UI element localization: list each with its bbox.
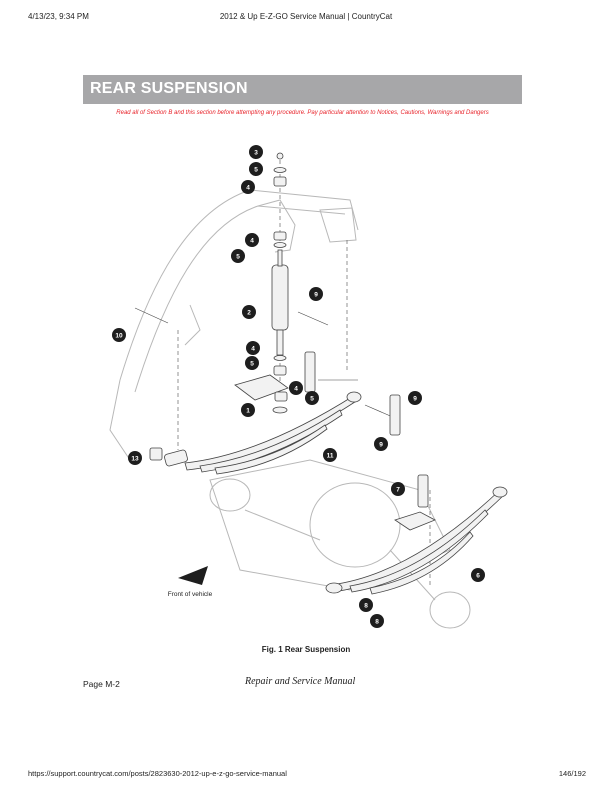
- figure-caption: Fig. 1 Rear Suspension: [261, 645, 351, 654]
- print-datetime: 4/13/23, 9:34 PM: [28, 12, 89, 21]
- callout-10: 10: [112, 328, 126, 342]
- rear-suspension-diagram: Front of vehicle 3 5 4 4 5 2 9 10 4 5 4 …: [109, 145, 508, 629]
- svg-text:4: 4: [246, 185, 250, 192]
- svg-text:4: 4: [250, 238, 254, 245]
- frame-outline: [109, 189, 359, 461]
- bushing-stack: [273, 152, 287, 376]
- svg-text:5: 5: [310, 396, 314, 403]
- svg-text:13: 13: [131, 456, 139, 463]
- callout-group: 3 5 4 4 5 2 9 10 4 5 4 5 1 9 9 11 13 7 6…: [112, 145, 485, 628]
- callout-5: 5: [245, 356, 259, 370]
- svg-text:5: 5: [236, 254, 240, 261]
- callout-9: 9: [374, 437, 388, 451]
- callout-4: 4: [289, 381, 303, 395]
- callout-5: 5: [305, 391, 319, 405]
- section-title-bar: REAR SUSPENSION: [83, 75, 522, 104]
- print-page-count: 146/192: [558, 769, 586, 778]
- shock-absorber: [271, 249, 289, 356]
- page-label: Page M-2: [83, 679, 120, 689]
- print-url: https://support.countrycat.com/posts/282…: [28, 769, 287, 778]
- callout-4: 4: [241, 180, 255, 194]
- section-title: REAR SUSPENSION: [90, 80, 248, 97]
- leaf-spring-lower: [325, 474, 508, 595]
- svg-text:9: 9: [379, 442, 383, 449]
- svg-text:3: 3: [254, 150, 258, 157]
- assembly-guides: [177, 160, 431, 585]
- print-title: 2012 & Up E-Z-GO Service Manual | Countr…: [219, 12, 393, 21]
- svg-text:7: 7: [396, 487, 400, 494]
- svg-text:10: 10: [115, 333, 123, 340]
- callout-8: 8: [359, 598, 373, 612]
- svg-text:4: 4: [294, 386, 298, 393]
- safety-notice: Read all of Section B and this section b…: [116, 110, 489, 116]
- svg-text:5: 5: [250, 361, 254, 368]
- front-of-vehicle-label: Front of vehicle: [168, 591, 213, 598]
- rear-axle-outline: [209, 459, 471, 629]
- svg-text:9: 9: [413, 396, 417, 403]
- callout-5: 5: [231, 249, 245, 263]
- svg-text:9: 9: [314, 292, 318, 299]
- manual-name: Repair and Service Manual: [245, 676, 356, 687]
- callout-9: 9: [408, 391, 422, 405]
- svg-text:11: 11: [327, 453, 334, 460]
- svg-text:4: 4: [251, 346, 255, 353]
- callout-8: 8: [370, 614, 384, 628]
- callout-4: 4: [246, 341, 260, 355]
- callout-1: 1: [241, 403, 255, 417]
- spring-mount-plate: [234, 374, 289, 414]
- svg-text:8: 8: [375, 619, 379, 626]
- callout-7: 7: [391, 482, 405, 496]
- front-of-vehicle-arrow: Front of vehicle: [168, 566, 213, 598]
- leaf-spring-upper: [149, 391, 362, 475]
- callout-5: 5: [249, 162, 263, 176]
- callout-13: 13: [128, 451, 142, 465]
- svg-text:6: 6: [476, 573, 480, 580]
- svg-text:1: 1: [246, 408, 250, 415]
- callout-3: 3: [249, 145, 263, 159]
- mounting-bolts: [134, 307, 401, 436]
- callout-4: 4: [245, 233, 259, 247]
- svg-text:2: 2: [247, 310, 251, 317]
- callout-11: 11: [323, 448, 337, 462]
- callout-9: 9: [309, 287, 323, 301]
- callout-6: 6: [471, 568, 485, 582]
- callout-2: 2: [242, 305, 256, 319]
- svg-text:5: 5: [254, 167, 258, 174]
- svg-text:8: 8: [364, 603, 368, 610]
